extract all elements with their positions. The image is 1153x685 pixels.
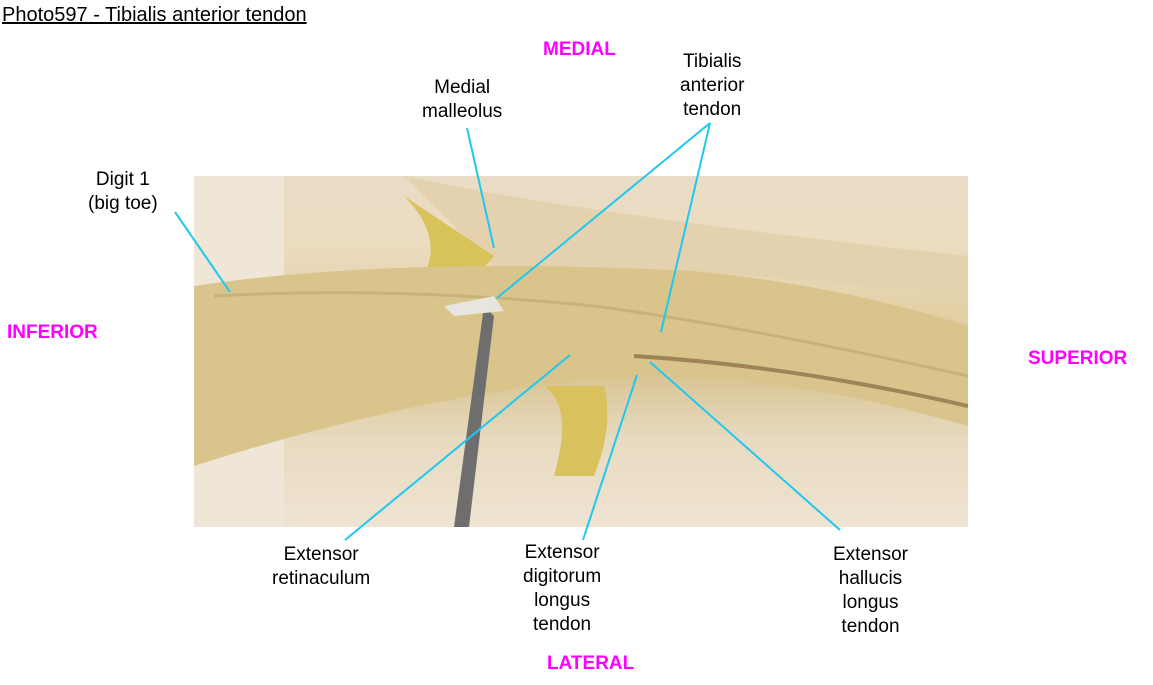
pointer-extensor-retinaculum — [344, 354, 571, 541]
pointer-digit1 — [174, 211, 231, 293]
label-line: tendon — [533, 614, 592, 635]
pointer-tibialis-anterior-2 — [660, 122, 711, 333]
label-line: retinaculum — [272, 568, 371, 589]
label-edl: Extensor digitorum longus tendon — [523, 541, 601, 637]
pointer-ehl — [649, 361, 841, 531]
label-line: tendon — [683, 99, 742, 120]
label-line: Extensor — [524, 542, 600, 563]
label-line: tendon — [841, 616, 900, 637]
label-ehl: Extensor hallucis longus tendon — [833, 543, 908, 639]
direction-inferior: INFERIOR — [7, 322, 98, 343]
label-line: Medial — [434, 77, 491, 98]
pointer-edl — [582, 374, 638, 541]
dissection-photo — [194, 176, 968, 527]
pointer-medial-malleolus — [466, 127, 495, 249]
label-line: Extensor — [283, 544, 359, 565]
direction-lateral: LATERAL — [547, 653, 635, 674]
label-line: malleolus — [422, 101, 503, 122]
label-medial-malleolus: Medial malleolus — [422, 76, 502, 124]
label-line: Digit 1 — [95, 169, 150, 190]
label-line: anterior — [680, 75, 745, 96]
photo-illustration — [194, 176, 968, 527]
label-line: Tibialis — [683, 51, 742, 72]
label-line: hallucis — [838, 568, 903, 589]
label-digit1: Digit 1 (big toe) — [88, 168, 158, 216]
label-extensor-retinaculum: Extensor retinaculum — [272, 543, 370, 591]
label-line: (big toe) — [88, 193, 158, 214]
label-tibialis-anterior: Tibialis anterior tendon — [680, 50, 744, 122]
direction-medial: MEDIAL — [543, 39, 616, 60]
direction-superior: SUPERIOR — [1028, 348, 1128, 369]
page-title: Photo597 - Tibialis anterior tendon — [2, 4, 307, 26]
label-line: longus — [534, 590, 591, 611]
label-line: digitorum — [523, 566, 602, 587]
label-line: Extensor — [833, 544, 908, 565]
label-line: longus — [842, 592, 899, 613]
pointer-tibialis-anterior-1 — [496, 122, 711, 299]
